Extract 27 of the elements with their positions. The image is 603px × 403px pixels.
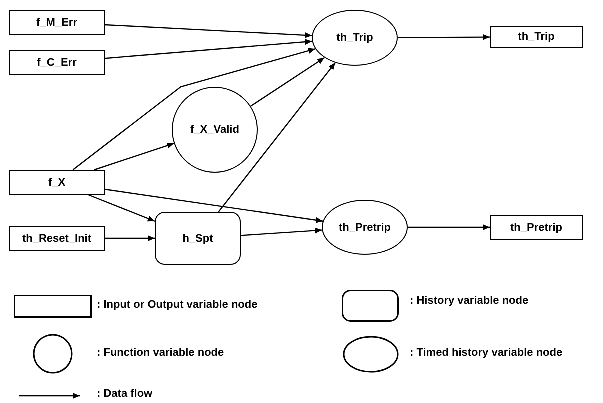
arrow: [240, 228, 322, 236]
arrow: [250, 57, 326, 107]
variable-box: th_Trip: [490, 26, 583, 48]
arrow: [105, 236, 155, 242]
arrow: [88, 194, 156, 222]
arrow: [104, 39, 312, 60]
variable-box: th_Pretrip: [490, 215, 583, 240]
legend-label: : History variable node: [410, 295, 529, 307]
variable-box: f_X: [9, 170, 105, 195]
arrow: [72, 48, 316, 170]
timed-history-node: th_Pretrip: [322, 200, 408, 255]
legend-label: : Input or Output variable node: [97, 299, 258, 311]
arrow: [398, 34, 490, 40]
history-node: h_Spt: [155, 212, 241, 265]
arrow: [94, 142, 174, 171]
legend-label: : Data flow: [97, 388, 153, 400]
arrow: [104, 188, 324, 224]
timed-history-node: th_Trip: [312, 10, 398, 66]
arrow: [218, 62, 336, 212]
legend-label: : Timed history variable node: [410, 347, 563, 359]
function-node: f_X_Valid: [172, 87, 258, 173]
variable-box: th_Reset_Init: [9, 226, 105, 251]
variable-box: f_M_Err: [9, 10, 105, 35]
arrow: [104, 24, 312, 38]
arrow: [408, 224, 490, 230]
variable-box: f_C_Err: [9, 50, 105, 75]
legend-label: : Function variable node: [97, 347, 224, 359]
